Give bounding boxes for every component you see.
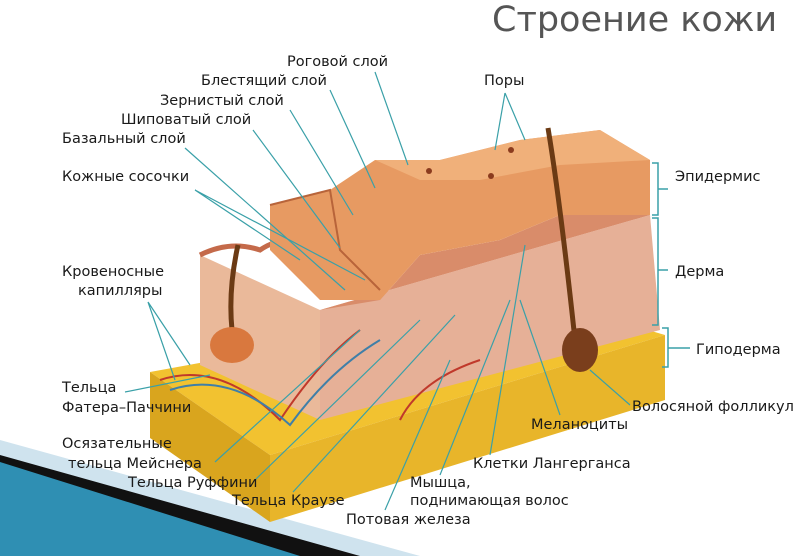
label-melanocytes: Меланоциты (531, 417, 629, 433)
label-stratum-basale: Базальный слой (62, 131, 186, 147)
label-langerhans: Клетки Лангерганса (473, 456, 631, 472)
label-capillaries-1: Кровеносные (62, 264, 165, 280)
label-sweat-gland: Потовая железа (346, 512, 471, 528)
label-dermal-papillae: Кожные сосочки (62, 169, 190, 185)
hair-follicle-illustration (210, 127, 598, 372)
layer-brackets (652, 162, 690, 368)
blood-vessels (159, 329, 481, 427)
label-ruffini: Тельца Руффини (128, 475, 258, 491)
label-hypodermis: Гиподерма (696, 342, 781, 358)
label-meissner-2: тельца Мейснера (68, 456, 202, 472)
label-capillaries-2: капилляры (78, 283, 163, 299)
label-arrector-1: Мышца, (410, 475, 471, 491)
page-title: Строение кожи (492, 0, 778, 40)
label-meissner-1: Осязательные (62, 436, 172, 452)
label-hair-follicle: Волосяной фолликул (632, 399, 794, 415)
label-pacinian-1: Тельца (62, 380, 117, 396)
label-arrector-2: поднимающая волос (410, 493, 569, 509)
label-pacinian-2: Фатера–Паччини (62, 400, 192, 416)
label-stratum-granulosum: Зернистый слой (160, 93, 284, 109)
label-stratum-lucidum: Блестящий слой (201, 73, 327, 89)
decor-blue-wedge (0, 462, 300, 556)
label-dermis: Дерма (675, 264, 725, 280)
label-stratum-corneum: Роговой слой (287, 54, 389, 70)
leader-lines (124, 71, 631, 511)
label-krause: Тельца Краузе (232, 493, 345, 509)
label-stratum-spinosum: Шиповатый слой (121, 112, 252, 128)
label-pores: Поры (484, 73, 525, 89)
label-epidermis: Эпидермис (675, 169, 761, 185)
